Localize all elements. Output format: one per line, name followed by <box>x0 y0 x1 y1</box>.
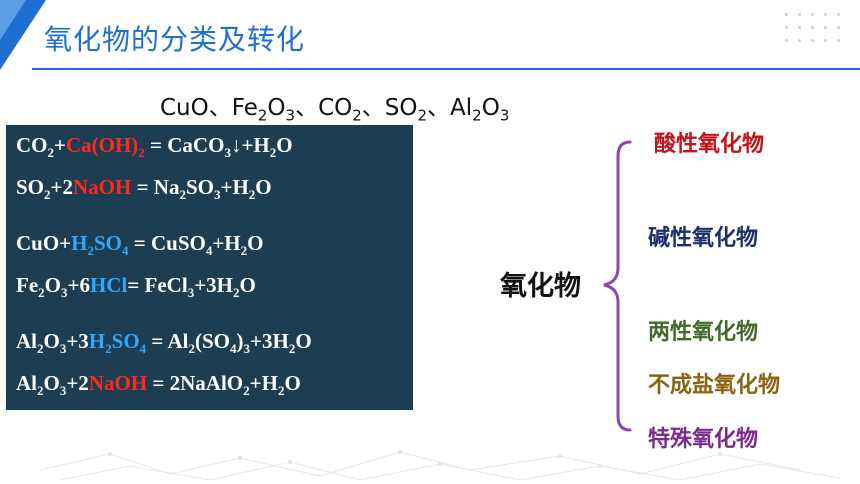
class-special-oxide: 特殊氧化物 <box>648 427 759 452</box>
oxide-co2: CO <box>318 95 353 121</box>
class-amphoteric-oxide: 两性氧化物 <box>648 320 759 345</box>
separator: 、 <box>208 95 232 121</box>
oxide-so2: SO <box>384 95 418 121</box>
equation-row: Al2O3+2NaOH = 2NaAlO2+H2O <box>16 371 301 399</box>
separator: 、 <box>295 95 319 121</box>
equation-row: CuO+H2SO4 = CuSO4+H2O <box>16 231 264 259</box>
oxide-al2o3-al: Al <box>450 95 473 121</box>
class-acidic-oxide: 酸性氧化物 <box>654 132 765 157</box>
header-rule <box>32 68 860 70</box>
class-basic-oxide: 碱性氧化物 <box>648 226 759 251</box>
equation-row: CO2+Ca(OH)2 = CaCO3↓+H2O <box>16 133 293 161</box>
separator: 、 <box>361 95 385 121</box>
slide-header: 氧化物的分类及转化 <box>0 0 860 70</box>
class-non-salt-forming-oxide: 不成盐氧化物 <box>648 373 781 398</box>
oxide-cuo: CuO <box>160 95 209 121</box>
separator: 、 <box>427 95 451 121</box>
equation-row: SO2+2NaOH = Na2SO3+H2O <box>16 175 272 203</box>
header-accent-shape-light <box>0 0 26 40</box>
equation-row: Fe2O3+6HCl= FeCl3+3H2O <box>16 273 256 301</box>
slide-title: 氧化物的分类及转化 <box>44 23 306 56</box>
network-decoration <box>39 450 841 481</box>
dot-grid-decoration <box>780 8 842 48</box>
oxide-list: CuO、Fe2O3、CO2、SO2、Al2O3 <box>160 95 510 125</box>
brace-path <box>603 140 632 432</box>
equation-panel: CO2+Ca(OH)2 = CaCO3↓+H2O SO2+2NaOH = Na2… <box>6 125 413 410</box>
classification-root: 氧化物 <box>500 271 581 302</box>
equation-row: Al2O3+3H2SO4 = Al2(SO4)3+3H2O <box>16 329 312 357</box>
oxide-fe2o3-fe: Fe <box>231 95 258 121</box>
curly-brace <box>603 140 632 432</box>
